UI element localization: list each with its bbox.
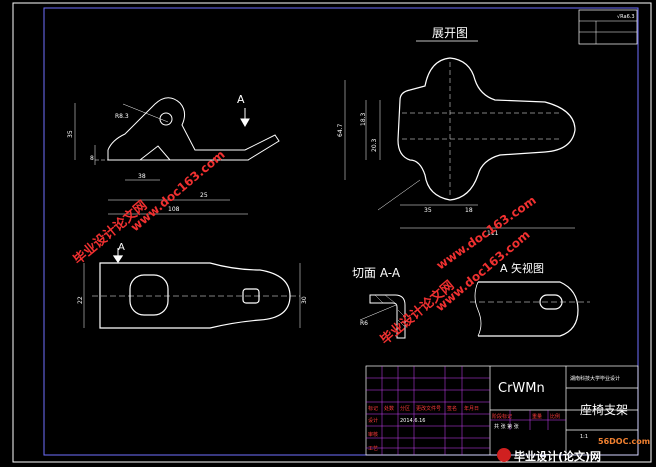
roughness-text: √Ra6.3	[617, 14, 635, 20]
corner-watermark: 56DOC.com 毕业设计(论文)网	[497, 437, 650, 463]
dim-front-inner: 25	[200, 192, 208, 199]
corner-url: 56DOC.com	[598, 437, 650, 446]
row-date: 年月日	[464, 405, 479, 412]
role-process: 工艺	[368, 446, 378, 452]
date-text: 2014.6.16	[400, 418, 425, 424]
dim-unfold-total: 111	[487, 230, 499, 237]
unfolded-dims	[344, 80, 575, 229]
scale-label: 比例	[550, 413, 560, 420]
section-view	[359, 294, 406, 339]
row-count: 处数	[384, 405, 394, 412]
watermark-cn-2: 毕业设计论文网	[377, 277, 457, 348]
corner-cn: 毕业设计(论文)网	[514, 449, 601, 463]
weight-text: 重量	[532, 413, 542, 420]
dim-unfold-mid: 18	[465, 207, 473, 214]
unfolded-title: 展开图	[432, 26, 468, 40]
dim-unfold-inner: 18.3	[360, 112, 367, 126]
row-zone: 分区	[400, 405, 410, 412]
row-mark: 标记	[368, 405, 378, 412]
top-view-dims	[83, 263, 301, 328]
bend-radius: R6	[360, 320, 368, 327]
watermark-1: 毕业设计论文网 www.doc163.com	[70, 147, 227, 268]
role-review: 审核	[368, 431, 378, 438]
row-change: 更改文件号	[416, 405, 441, 412]
dim-radius: R8.3	[115, 113, 129, 120]
row-sign: 签名	[447, 405, 457, 412]
title-block	[365, 365, 639, 456]
outer-border	[12, 2, 652, 463]
role-design: 设计	[368, 417, 378, 424]
view-a-title: A 矢视图	[500, 261, 544, 275]
part-name-text: 座椅支架	[580, 402, 628, 417]
material-text: CrWMn	[498, 381, 545, 396]
top-view	[92, 248, 300, 329]
dim-front-height: 35	[67, 130, 74, 138]
corner-logo-icon	[497, 448, 511, 462]
dim-top-height: 30	[301, 296, 308, 304]
sheet-info: 共 张 第 张	[494, 423, 519, 430]
dim-front-width: 108	[168, 206, 180, 213]
section-title: 切面 A-A	[352, 266, 401, 280]
dim-unfold-inner2: 20.3	[371, 138, 378, 152]
dim-top-depth: 22	[77, 296, 84, 304]
top-view-arrow-label: A	[118, 242, 125, 253]
dim-unfold-height: 64.7	[337, 123, 344, 137]
dim-unfold-left: 35	[424, 207, 432, 214]
school-text: 湖南科技大学毕业设计	[570, 375, 620, 382]
scale-value-text: 1:1	[580, 434, 588, 440]
top-right-box: √Ra6.3	[578, 9, 638, 45]
inner-border	[43, 7, 639, 456]
unfolded-view	[397, 57, 576, 201]
stage-text: 阶段标记	[492, 413, 512, 420]
front-view	[74, 97, 280, 215]
view-a	[470, 281, 590, 337]
dim-front-left: 38	[138, 173, 146, 180]
dim-front-small: 8	[90, 155, 94, 162]
section-arrow-label: A	[237, 93, 245, 106]
